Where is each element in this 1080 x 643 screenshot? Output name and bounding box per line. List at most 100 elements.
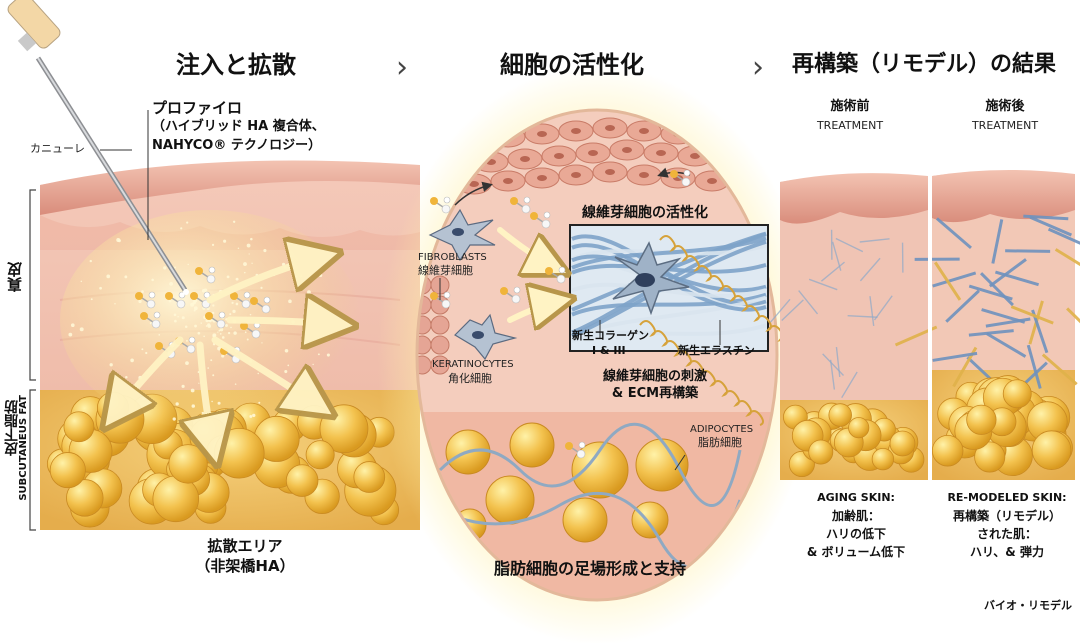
- remodeled-label-3: された肌：: [976, 527, 1037, 541]
- remodeled-label-4: ハリ、& 弾力: [970, 545, 1044, 559]
- aging-label-3: ハリの低下: [825, 527, 886, 541]
- sparkle: [250, 237, 253, 241]
- sparkle: [300, 275, 303, 277]
- sparkle: [201, 288, 206, 293]
- keratinocyte-cell: [430, 315, 450, 335]
- sparkle: [211, 243, 215, 246]
- dense-fibre: [991, 219, 1004, 264]
- cannula-needle: [7, 0, 189, 295]
- sparkle: [219, 333, 222, 335]
- sparkle: [89, 259, 92, 263]
- before-fat-cells: [783, 402, 925, 478]
- fat-cell: [353, 461, 386, 493]
- sparkle: [284, 370, 288, 374]
- sparkle: [168, 299, 172, 303]
- sparkle: [181, 316, 185, 320]
- dense-fibre: [968, 329, 1014, 337]
- fibroblast-zoom-box: [569, 224, 808, 426]
- sparkle: [114, 303, 116, 305]
- sparkle: [70, 323, 75, 328]
- aging-label-4: & ボリューム低下: [806, 545, 906, 559]
- before-fibres: [769, 229, 904, 399]
- before-label-jp: 施術前: [830, 99, 870, 114]
- sparkle: [318, 273, 323, 277]
- sparkle: [130, 358, 134, 363]
- cell-nucleus: [656, 150, 666, 156]
- dense-fibre: [933, 261, 962, 301]
- sparkle: [205, 325, 208, 327]
- sparkle: [229, 313, 232, 316]
- ha-molecule: [195, 266, 216, 284]
- sparkle: [263, 249, 267, 253]
- sparkle: [249, 415, 253, 418]
- cell-nucleus: [707, 178, 717, 184]
- sparkle: [246, 338, 249, 341]
- sparkle: [174, 266, 177, 269]
- sparkle: [237, 247, 240, 250]
- fibroblasts-jp: 線維芽細胞: [418, 264, 473, 277]
- cell-nucleus: [435, 140, 445, 146]
- sparkle: [163, 266, 167, 270]
- sparkle: [232, 220, 236, 223]
- ha-molecule: [165, 291, 186, 309]
- fat-cell: [848, 417, 870, 439]
- cell-nucleus: [605, 125, 615, 131]
- product-name: プロファイロ: [152, 99, 243, 117]
- fat-cell: [1002, 379, 1032, 409]
- sparkle: [212, 304, 215, 307]
- footer-label: バイオ・リモデル: [984, 599, 1072, 612]
- ha-molecule: [230, 291, 251, 309]
- sparkle: [228, 419, 231, 423]
- dense-fibre: [1066, 307, 1080, 324]
- after-fat-cells: [931, 375, 1073, 477]
- dense-fibre: [1010, 305, 1054, 325]
- sparkle: [252, 413, 256, 418]
- sparkle: [106, 274, 111, 279]
- sparkle: [186, 221, 189, 224]
- adipocyte: [562, 497, 608, 543]
- sparkle: [258, 401, 261, 404]
- subq-label-en: SUBCUTANEUS FAT: [18, 395, 29, 501]
- sparse-fibre: [769, 298, 791, 323]
- sparse-fibre: [835, 237, 864, 253]
- sparkle: [191, 404, 195, 408]
- fat-cell: [305, 440, 335, 470]
- sparkle: [232, 309, 236, 314]
- sparkle: [257, 372, 259, 375]
- dense-fibre: [932, 271, 977, 288]
- sparkle: [80, 280, 83, 283]
- adipocytes-en: ADIPOCYTES: [690, 424, 754, 435]
- activation-arrows: [497, 227, 565, 320]
- fat-cell: [808, 439, 834, 465]
- sparkle: [223, 239, 227, 243]
- cell-nucleus: [469, 181, 479, 187]
- sparkle: [234, 383, 237, 385]
- elastin-fibre: [639, 320, 764, 426]
- after-label-jp: 施術後: [985, 99, 1025, 114]
- sparse-fibre: [808, 278, 838, 291]
- sparkle: [295, 275, 298, 278]
- aging-label-1: AGING SKIN:: [817, 491, 895, 504]
- remodeled-label-1: RE-MODELED SKIN:: [947, 491, 1067, 504]
- sparse-fibre: [798, 290, 819, 315]
- sparkle: [125, 376, 128, 379]
- sparkle: [169, 282, 174, 286]
- sparkle: [284, 349, 289, 353]
- sparkle: [260, 286, 263, 289]
- collagen-label-1: 新生コラーゲン: [572, 329, 649, 342]
- sparkle: [221, 354, 225, 358]
- section2-title: 細胞の活性化: [500, 51, 644, 79]
- sparkle: [207, 323, 211, 327]
- cell-nucleus: [639, 172, 649, 178]
- dense-fibre: [1029, 215, 1073, 237]
- sparkle: [198, 382, 200, 384]
- adipocyte: [571, 441, 629, 499]
- aging-label-2: 加齢肌：: [831, 509, 880, 523]
- chevron-right-icon: ›: [396, 50, 408, 85]
- sparkle: [326, 353, 330, 357]
- sparkle: [177, 316, 179, 318]
- after-label-en: TREATMENT: [971, 119, 1039, 132]
- fat-cell: [1031, 430, 1072, 470]
- sparkle: [109, 363, 113, 367]
